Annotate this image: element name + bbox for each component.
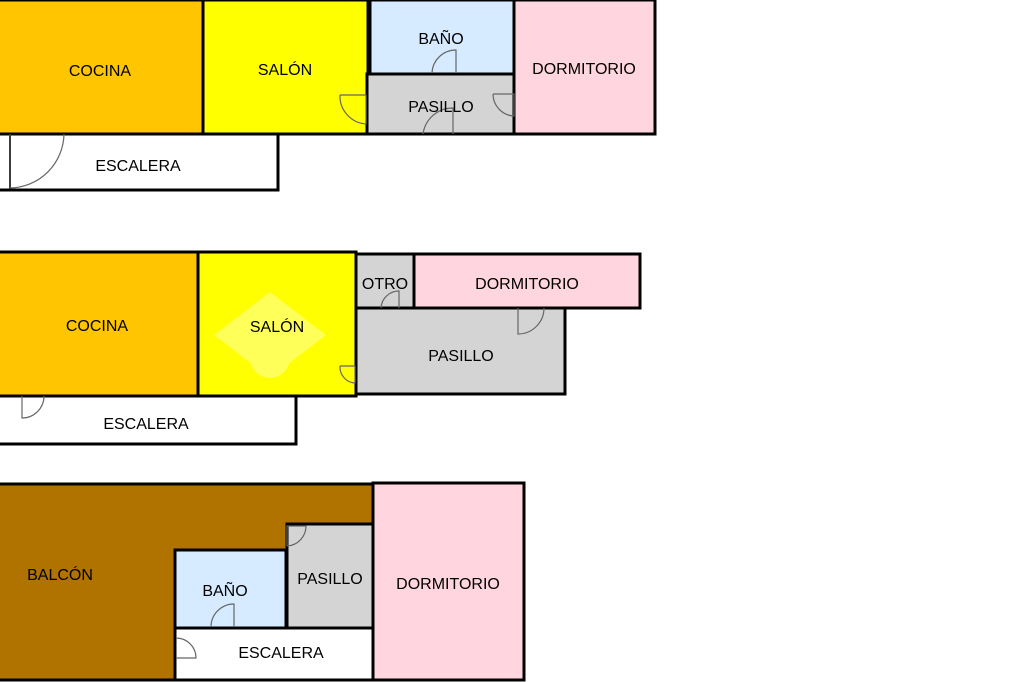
label-balcon: BALCÓN xyxy=(27,565,93,584)
door-icon xyxy=(492,93,515,117)
door-icon xyxy=(517,307,545,335)
label-dormitorio: DORMITORIO xyxy=(396,576,500,593)
door-icon xyxy=(339,94,367,125)
label-salon: SALÓN xyxy=(258,60,312,79)
door-icon xyxy=(431,49,457,74)
label-bano: BAÑO xyxy=(202,580,247,600)
door-icon xyxy=(21,395,45,419)
floor-2: COCINA SALÓN OTRO DORMITORIO PASILLO ESC… xyxy=(0,250,642,446)
label-pasillo: PASILLO xyxy=(297,571,363,588)
door-icon xyxy=(175,637,197,659)
room-dormitorio xyxy=(371,481,526,682)
label-escalera: ESCALERA xyxy=(95,158,181,175)
room-escalera xyxy=(0,132,280,192)
room-pasillo xyxy=(365,72,517,136)
room-otro xyxy=(354,252,416,310)
room-pasillo xyxy=(354,306,567,396)
watermark-logo xyxy=(214,292,326,378)
room-pasillo xyxy=(285,522,375,630)
label-salon: SALÓN xyxy=(250,317,304,336)
room-bano xyxy=(173,548,288,630)
door-icon xyxy=(422,107,454,135)
door-icon xyxy=(9,133,65,189)
label-dormitorio: DORMITORIO xyxy=(532,61,636,78)
door-icon xyxy=(210,603,235,628)
door-icon xyxy=(380,290,400,309)
door-icon xyxy=(339,365,356,384)
room-cocina xyxy=(0,250,200,398)
label-escalera: ESCALERA xyxy=(103,416,189,433)
label-otro: OTRO xyxy=(362,276,408,293)
floor-3: BALCÓN BAÑO PASILLO DORMITORIO ESCALERA xyxy=(0,481,526,682)
label-pasillo: PASILLO xyxy=(408,99,474,116)
room-escalera xyxy=(0,394,298,446)
room-salon xyxy=(196,250,358,398)
label-cocina: COCINA xyxy=(69,63,132,80)
floor-1: COCINA SALÓN BAÑO PASILLO DORMITORIO ESC… xyxy=(0,0,657,192)
label-dormitorio: DORMITORIO xyxy=(475,276,579,293)
room-dormitorio xyxy=(512,0,657,136)
label-escalera: ESCALERA xyxy=(238,645,324,662)
room-escalera xyxy=(173,626,375,682)
label-pasillo: PASILLO xyxy=(428,348,494,365)
door-icon xyxy=(286,525,307,547)
room-salon xyxy=(201,0,370,136)
label-bano: BAÑO xyxy=(418,28,463,48)
label-cocina: COCINA xyxy=(66,318,129,335)
